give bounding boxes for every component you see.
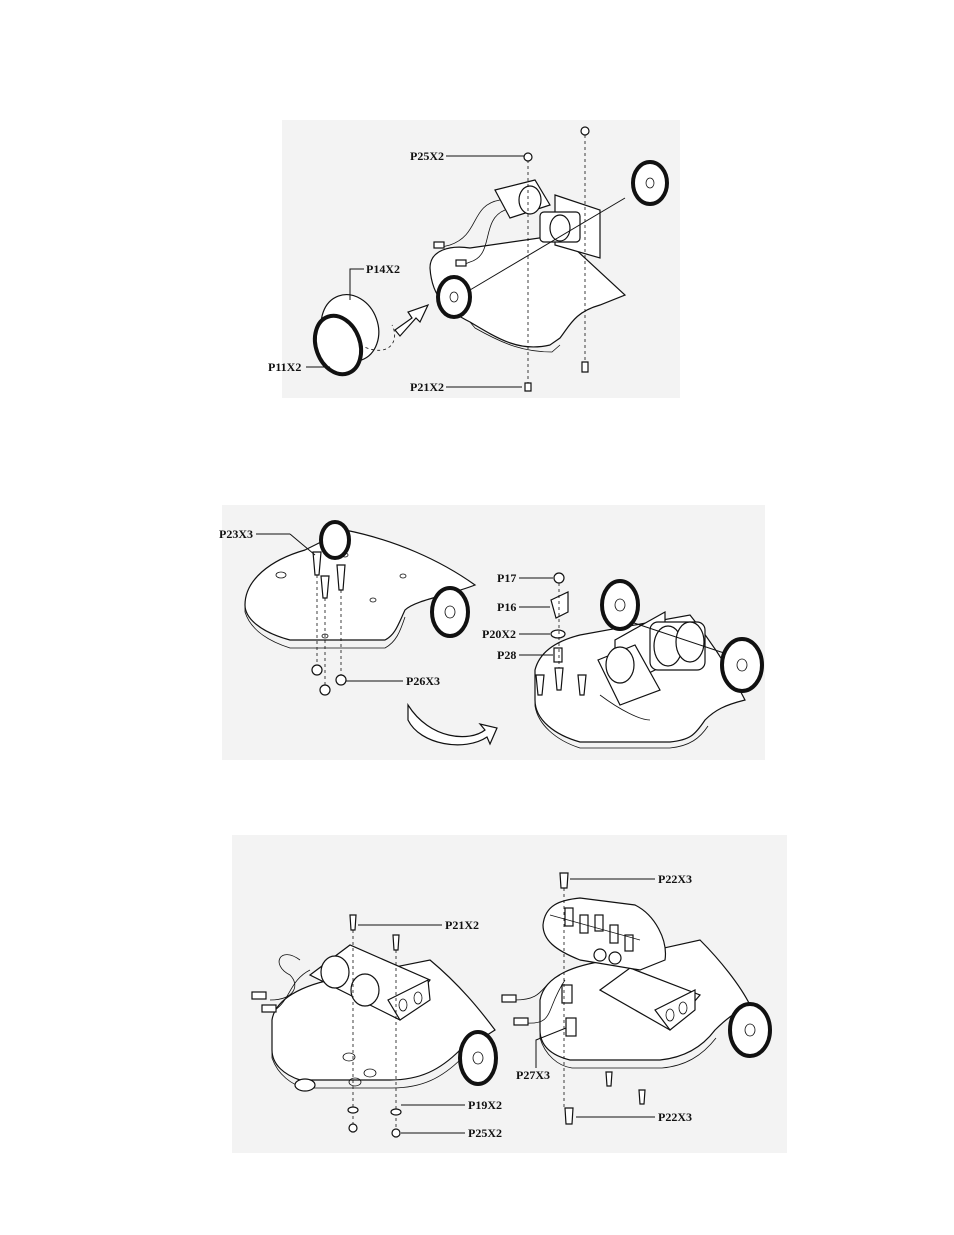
nut-icon [392, 1129, 400, 1137]
screw-icon [555, 668, 563, 690]
nut-icon [581, 127, 589, 135]
label-p25: P25X2 [410, 149, 444, 163]
label-p25: P25X2 [468, 1126, 502, 1140]
diagram-3: P21X2 P19X2 P25X2 P22X3 P27X3 P22X3 [252, 872, 770, 1140]
label-p14: P14X2 [366, 262, 400, 276]
label-p21: P21X2 [410, 380, 444, 394]
label-p23: P23X3 [219, 527, 253, 541]
screw-icon [639, 1090, 645, 1104]
label-p26: P26X3 [406, 674, 440, 688]
nut-icon [336, 675, 346, 685]
wheel-icon [730, 1004, 770, 1056]
label-p28: P28 [497, 648, 516, 662]
label-p19: P19X2 [468, 1098, 502, 1112]
label-p11: P11X2 [268, 360, 301, 374]
screw-icon [536, 675, 544, 695]
screw-icon [606, 1072, 612, 1086]
wheel-icon [432, 588, 468, 636]
wheel-icon [722, 639, 762, 691]
spacer-icon [554, 648, 562, 662]
wheel-icon [602, 581, 638, 629]
nut-icon [312, 665, 322, 675]
screw-icon [565, 1108, 573, 1124]
label-p20: P20X2 [482, 627, 516, 641]
washer-icon [391, 1109, 401, 1115]
nut-icon [320, 685, 330, 695]
screw-icon [525, 383, 531, 391]
front-wheel [438, 277, 470, 317]
label-p16: P16 [497, 600, 516, 614]
wheel-icon [321, 522, 349, 558]
screw-icon [313, 552, 321, 575]
spacer-icon [562, 985, 572, 1003]
nut-icon [349, 1124, 357, 1132]
label-p27: P27X3 [516, 1068, 550, 1082]
label-p22-bottom: P22X3 [658, 1110, 692, 1124]
label-p17: P17 [497, 571, 516, 585]
screw-icon [337, 565, 345, 590]
diagram-2: P23X3 P26X3 P17 P16 P20X2 P28 [219, 522, 762, 748]
flip-arrow-icon [408, 705, 497, 745]
nut-icon [554, 573, 564, 583]
wheel-icon [460, 1032, 496, 1084]
screw-icon [321, 576, 329, 598]
spacer-icon [566, 1018, 576, 1036]
screw-icon [393, 935, 399, 950]
screw-icon [350, 915, 356, 930]
label-p22-top: P22X3 [658, 872, 692, 886]
assembly-arrow-icon [395, 305, 428, 336]
caster-bracket-icon [551, 592, 568, 618]
screw-icon [578, 675, 586, 695]
label-p21: P21X2 [445, 918, 479, 932]
screw-icon [560, 873, 568, 888]
screw-icon [582, 362, 588, 372]
diagram-1: P25X2 P14X2 P11X2 P21X2 [268, 127, 667, 394]
nut-icon [524, 153, 532, 161]
rear-wheel [633, 162, 667, 204]
washer-icon [348, 1107, 358, 1113]
washer-icon [551, 630, 565, 638]
